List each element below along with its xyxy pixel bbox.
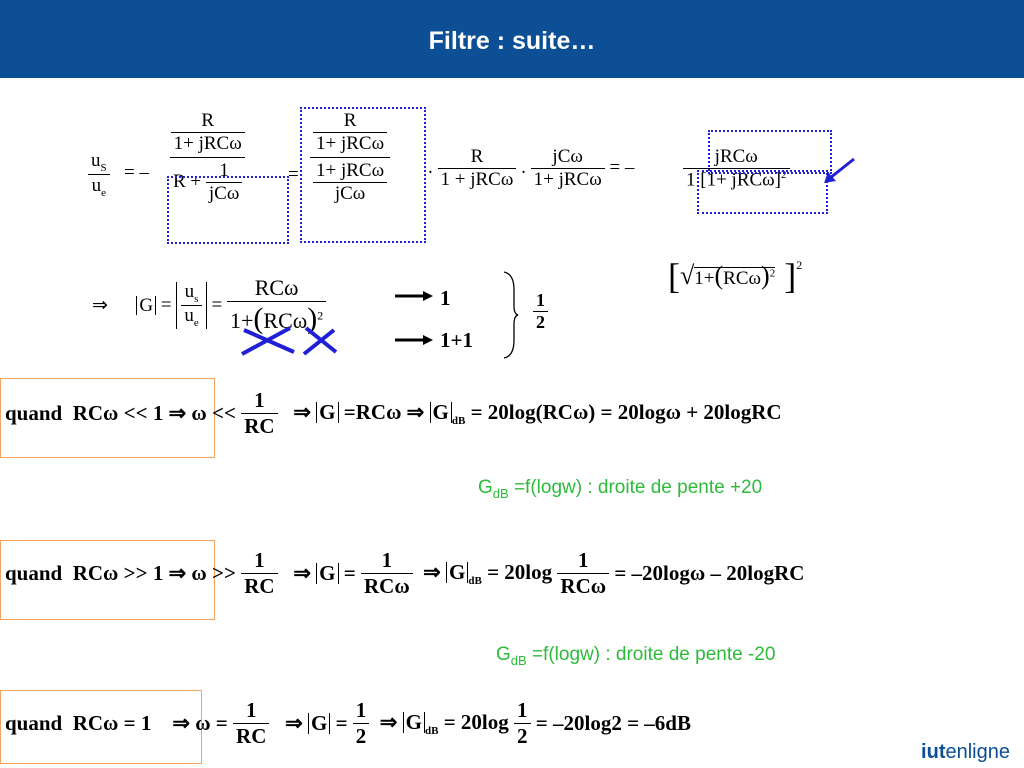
right-brace [503,271,519,359]
equals-minus: = – [124,162,149,183]
case-high-frequency-box [0,540,215,620]
limit-arrows-icon [395,291,433,345]
limit-value-one-plus-one: 1+1 [440,328,473,352]
cross-out-icon [241,326,338,356]
slope-negative-note: GdB =f(logw) : droite de pente -20 [496,644,776,668]
slide-header: Filtre : suite… [0,0,1024,78]
arrow-annotation-icon [824,157,855,183]
iut-en-ligne-logo: iutenligne [921,741,1010,763]
case-low-frequency-box [0,378,215,458]
annotation-box-result-bottom [697,170,828,214]
slide-title: Filtre : suite… [428,27,596,55]
limit-value-one: 1 [440,286,451,310]
annotation-box-numerator [300,107,426,243]
annotation-box-denominator [167,176,289,244]
squared-root-expression: [√1+(RCω)2 ]2 [668,256,803,296]
slope-positive-note: GdB =f(logw) : droite de pente +20 [478,477,763,501]
annotation-box-result-top [708,130,832,174]
case-cutoff-box [0,690,202,764]
equals-sign: = [288,164,299,185]
